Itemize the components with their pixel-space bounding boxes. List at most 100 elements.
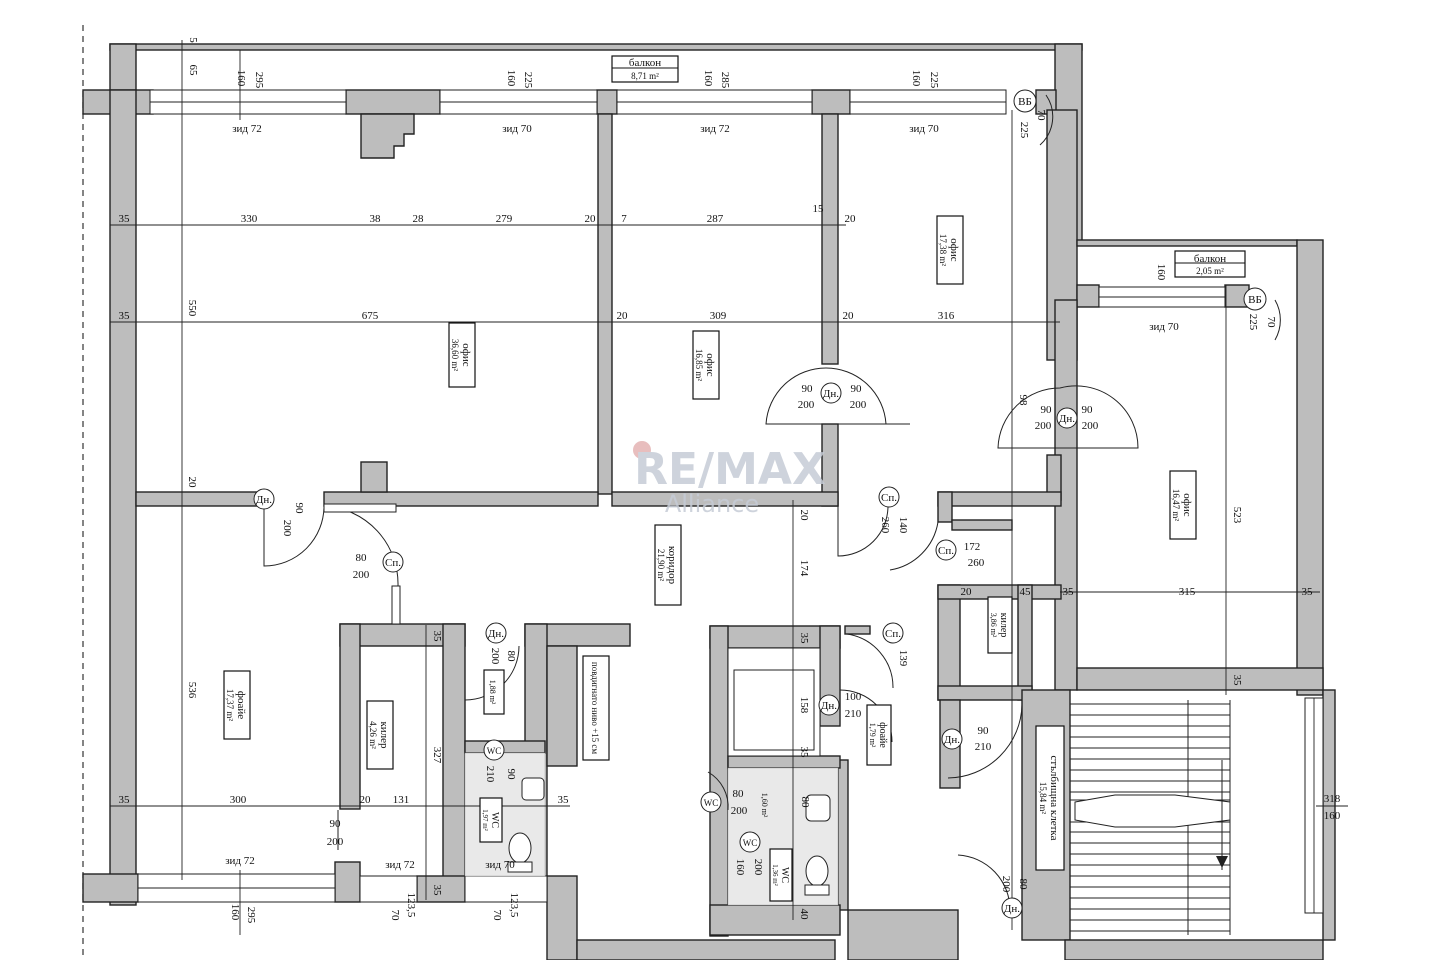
door-stair xyxy=(947,704,1023,779)
ds-12: 80 xyxy=(356,552,368,564)
tag-dn-3 xyxy=(818,694,840,716)
label-balcony-right-box xyxy=(1174,250,1246,278)
ds-30: 140 xyxy=(897,517,909,534)
tag-dn-5 xyxy=(820,382,842,404)
ds-4: 90 xyxy=(1041,404,1053,416)
tag-wc-3 xyxy=(739,831,761,853)
ds-20: 90 xyxy=(978,725,990,737)
dim-top-0: 65 xyxy=(187,65,199,77)
ds-3: 200 xyxy=(850,399,867,411)
wall-label-6: зид 72 xyxy=(225,855,255,867)
dim-v-10: 327 xyxy=(431,747,443,764)
bottom-dim-1: 295 xyxy=(245,907,257,924)
tag-wc-1-text: WC xyxy=(487,746,502,756)
wall-h1a xyxy=(135,491,265,507)
column-top xyxy=(360,113,415,159)
bath-block-right2 xyxy=(837,759,849,911)
office-mid-name: офис xyxy=(704,353,716,377)
tag-dn-2 xyxy=(485,622,507,644)
bottom-dim-0: 160 xyxy=(229,904,241,921)
ds-5: 200 xyxy=(1035,420,1052,432)
dim-v-1: 20 xyxy=(186,477,198,489)
dim-r1-8: 15 xyxy=(813,203,825,215)
ds-25: 200 xyxy=(1000,876,1012,893)
stair-arrow-head xyxy=(1216,856,1228,868)
balcony-right-name: балкон xyxy=(1194,253,1226,265)
dim-r3-9: 20 xyxy=(961,586,973,598)
label-office-top-right-box xyxy=(936,215,964,285)
wall-label-8: зид 70 xyxy=(485,859,515,871)
raised-floor-note: повдигнато ниво +15 см xyxy=(590,662,600,754)
ds-0: 90 xyxy=(802,383,814,395)
sink-left xyxy=(521,777,545,801)
dim-r3-1: 300 xyxy=(230,794,247,806)
dim-v-13: 35 xyxy=(431,885,443,897)
bath-room-area: 1,60 m² xyxy=(760,793,769,818)
dim-top-3: 160 xyxy=(505,70,517,87)
label-storage-right-box xyxy=(987,596,1013,654)
dim-v-3: 20 xyxy=(798,510,810,522)
tag-vb-1-text: ВБ xyxy=(1018,96,1032,108)
ds-8: 90 xyxy=(293,503,305,515)
label-office-mid-box xyxy=(692,330,720,400)
tag-dn-7 xyxy=(1001,897,1023,919)
dim-v-0: 550 xyxy=(186,300,198,317)
wall-label-5: зид 70 xyxy=(1149,321,1179,333)
corridor-area: 21,90 m² xyxy=(656,549,666,582)
tag-dn-6-text: Дн. xyxy=(1059,413,1075,425)
ds-15: 200 xyxy=(489,648,501,665)
double-door-right xyxy=(997,385,1139,449)
door-wc-right xyxy=(707,771,729,811)
dim-r1-3: 28 xyxy=(413,213,425,225)
tag-wc-1 xyxy=(483,739,505,761)
bath-block-bottom xyxy=(709,904,841,936)
watermark-sub: Alliance xyxy=(665,490,759,518)
wc-right-name: WC xyxy=(779,867,790,883)
dim-top-11: 225 xyxy=(1018,122,1030,139)
foyer-small-area: 1,79 m² xyxy=(868,723,877,748)
dim-r2-5: 316 xyxy=(938,310,955,322)
dim-r3-8: 35 xyxy=(1302,586,1314,598)
ds-28: 160 xyxy=(734,859,746,876)
ds-9: 200 xyxy=(281,520,293,537)
wc-left-tiles xyxy=(464,752,546,877)
ds-31: 260 xyxy=(879,517,891,534)
bottom-dim-2: 70 xyxy=(389,910,401,922)
balcony-left-end xyxy=(109,43,137,93)
balcony-top-parapet xyxy=(109,43,1083,51)
dim-top-10: 70 xyxy=(1035,110,1047,122)
toilet-left-tank xyxy=(507,861,533,873)
ds-1: 200 xyxy=(798,399,815,411)
wall-labels: зид 72 зид 70 зид 72 зид 70 зид 70 зид 7… xyxy=(225,123,1179,871)
dim-r1-4: 279 xyxy=(496,213,513,225)
dim-v-9: 35 xyxy=(1231,675,1243,687)
label-shaft-room: 1,88 m² xyxy=(483,669,505,715)
dim-top-2: 295 xyxy=(253,72,265,89)
ds-29: 200 xyxy=(752,859,764,876)
toilet-right-tank xyxy=(804,884,830,896)
dim-top-7: 160 xyxy=(910,70,922,87)
tag-sp-2 xyxy=(878,486,900,508)
sliding-door-1 xyxy=(323,503,397,513)
walls xyxy=(82,43,1336,960)
shaft-room-area: 1,88 m² xyxy=(488,680,497,705)
dim-r3-7: 315 xyxy=(1179,586,1196,598)
balcony-top-name: балкон xyxy=(629,57,661,69)
ds-16: 90 xyxy=(505,769,517,781)
dim-top-13: 70 xyxy=(1265,317,1277,329)
label-office-big-box xyxy=(448,322,476,388)
door-sp-right xyxy=(846,633,894,689)
ds-7: 200 xyxy=(1082,420,1099,432)
ext-wall-bottom-pier1 xyxy=(334,861,361,903)
dim-top-4: 225 xyxy=(522,72,534,89)
ext-wall-top-pier3 xyxy=(811,89,851,115)
label-office-right: офис 16,47 m² xyxy=(1169,470,1197,540)
label-wc-right-box xyxy=(769,848,793,902)
dim-r3-6: 35 xyxy=(1063,586,1075,598)
tag-sp-3-text: Сп. xyxy=(938,545,954,557)
dim-r2-0: 35 xyxy=(119,310,131,322)
dim-r3-0: 35 xyxy=(119,794,131,806)
ds-11: 260 xyxy=(968,557,985,569)
window-dim-0: 318 xyxy=(1324,793,1341,805)
dim-r3-3: 131 xyxy=(393,794,410,806)
